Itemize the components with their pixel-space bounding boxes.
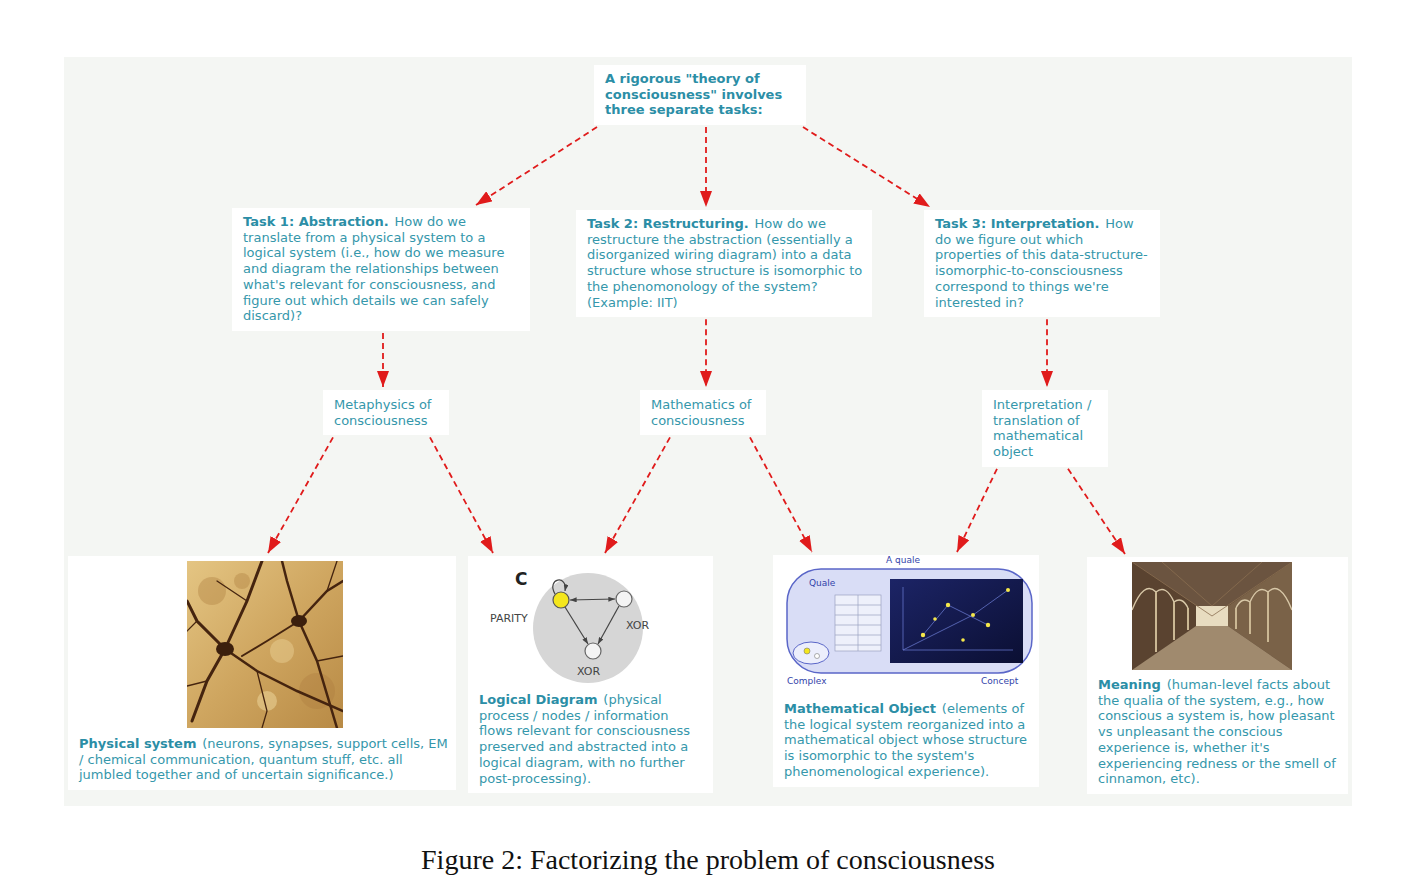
figure-label: Concept [981, 677, 1018, 687]
dashed-arrow [705, 319, 707, 387]
box-heading: Task 3: Interpretation. [935, 216, 1100, 231]
figure-label: C [515, 570, 527, 589]
text-block: Interpretation / translation of mathemat… [993, 397, 1100, 460]
figure-label: PARITY [490, 613, 528, 625]
box-text: Interpretation / translation of mathemat… [993, 397, 1091, 459]
category-box: Interpretation / translation of mathemat… [982, 390, 1108, 467]
header-box: A rigorous "theory of consciousness" inv… [594, 65, 806, 125]
stage-card: Physical system(neurons, synapses, suppo… [68, 556, 456, 790]
text-block: Logical Diagram(physical process / nodes… [479, 692, 705, 786]
text-block: Task 1: Abstraction.How do we translate … [243, 214, 522, 324]
text-block: Task 2: Restructuring.How do we restruct… [587, 216, 864, 310]
dashed-arrow [382, 333, 384, 387]
dashed-arrow [1068, 469, 1125, 554]
stage-card: Mathematical Object(elements of the logi… [773, 555, 1039, 787]
box-heading: Task 2: Restructuring. [587, 216, 749, 231]
figure-label: Quale [809, 579, 835, 589]
figure-label: XOR [626, 620, 649, 632]
text-block: Meaning(human-level facts about the qual… [1098, 677, 1340, 787]
box-text: How do we translate from a physical syst… [243, 214, 504, 323]
dashed-arrow [705, 127, 707, 207]
box-heading: Physical system [79, 736, 196, 751]
box-heading: Task 1: Abstraction. [243, 214, 389, 229]
text-block: Task 3: Interpretation.How do we figure … [935, 216, 1152, 310]
task-box: Task 1: Abstraction.How do we translate … [232, 208, 530, 331]
box-heading: Meaning [1098, 677, 1161, 692]
dashed-arrow [476, 127, 597, 205]
figure-label: Complex [787, 677, 826, 687]
category-box: Mathematics of consciousness [640, 390, 766, 435]
dashed-arrow [1046, 319, 1048, 387]
box-text: A rigorous "theory of consciousness" inv… [605, 71, 782, 117]
stage-card: Meaning(human-level facts about the qual… [1087, 557, 1348, 794]
dashed-arrow [957, 469, 997, 552]
box-heading: Logical Diagram [479, 692, 598, 707]
category-box: Metaphysics of consciousness [323, 390, 449, 435]
neuron-photo [187, 561, 343, 728]
text-block: Mathematical Object(elements of the logi… [784, 701, 1031, 780]
box-heading: Mathematical Object [784, 701, 936, 716]
box-text: Mathematics of consciousness [651, 397, 751, 428]
text-block: Mathematics of consciousness [651, 397, 758, 428]
text-block: Physical system(neurons, synapses, suppo… [79, 736, 448, 783]
figure-caption: Figure 2: Factorizing the problem of con… [0, 843, 1416, 877]
dashed-arrow [803, 127, 930, 207]
stage-card: Logical Diagram(physical process / nodes… [468, 556, 713, 793]
dashed-arrow [268, 437, 333, 553]
text-block: A rigorous "theory of consciousness" inv… [605, 71, 798, 118]
cloister-photo [1132, 562, 1292, 670]
task-box: Task 2: Restructuring.How do we restruct… [576, 210, 872, 317]
dashed-arrow [750, 437, 812, 552]
task-box: Task 3: Interpretation.How do we figure … [924, 210, 1160, 317]
figure-label: A quale [886, 556, 920, 566]
figure-label: XOR [577, 666, 600, 678]
dashed-arrow [605, 437, 670, 553]
text-block: Metaphysics of consciousness [334, 397, 441, 428]
box-text: (human-level facts about the qualia of t… [1098, 677, 1336, 786]
box-text: Metaphysics of consciousness [334, 397, 431, 428]
dashed-arrow [430, 437, 493, 553]
